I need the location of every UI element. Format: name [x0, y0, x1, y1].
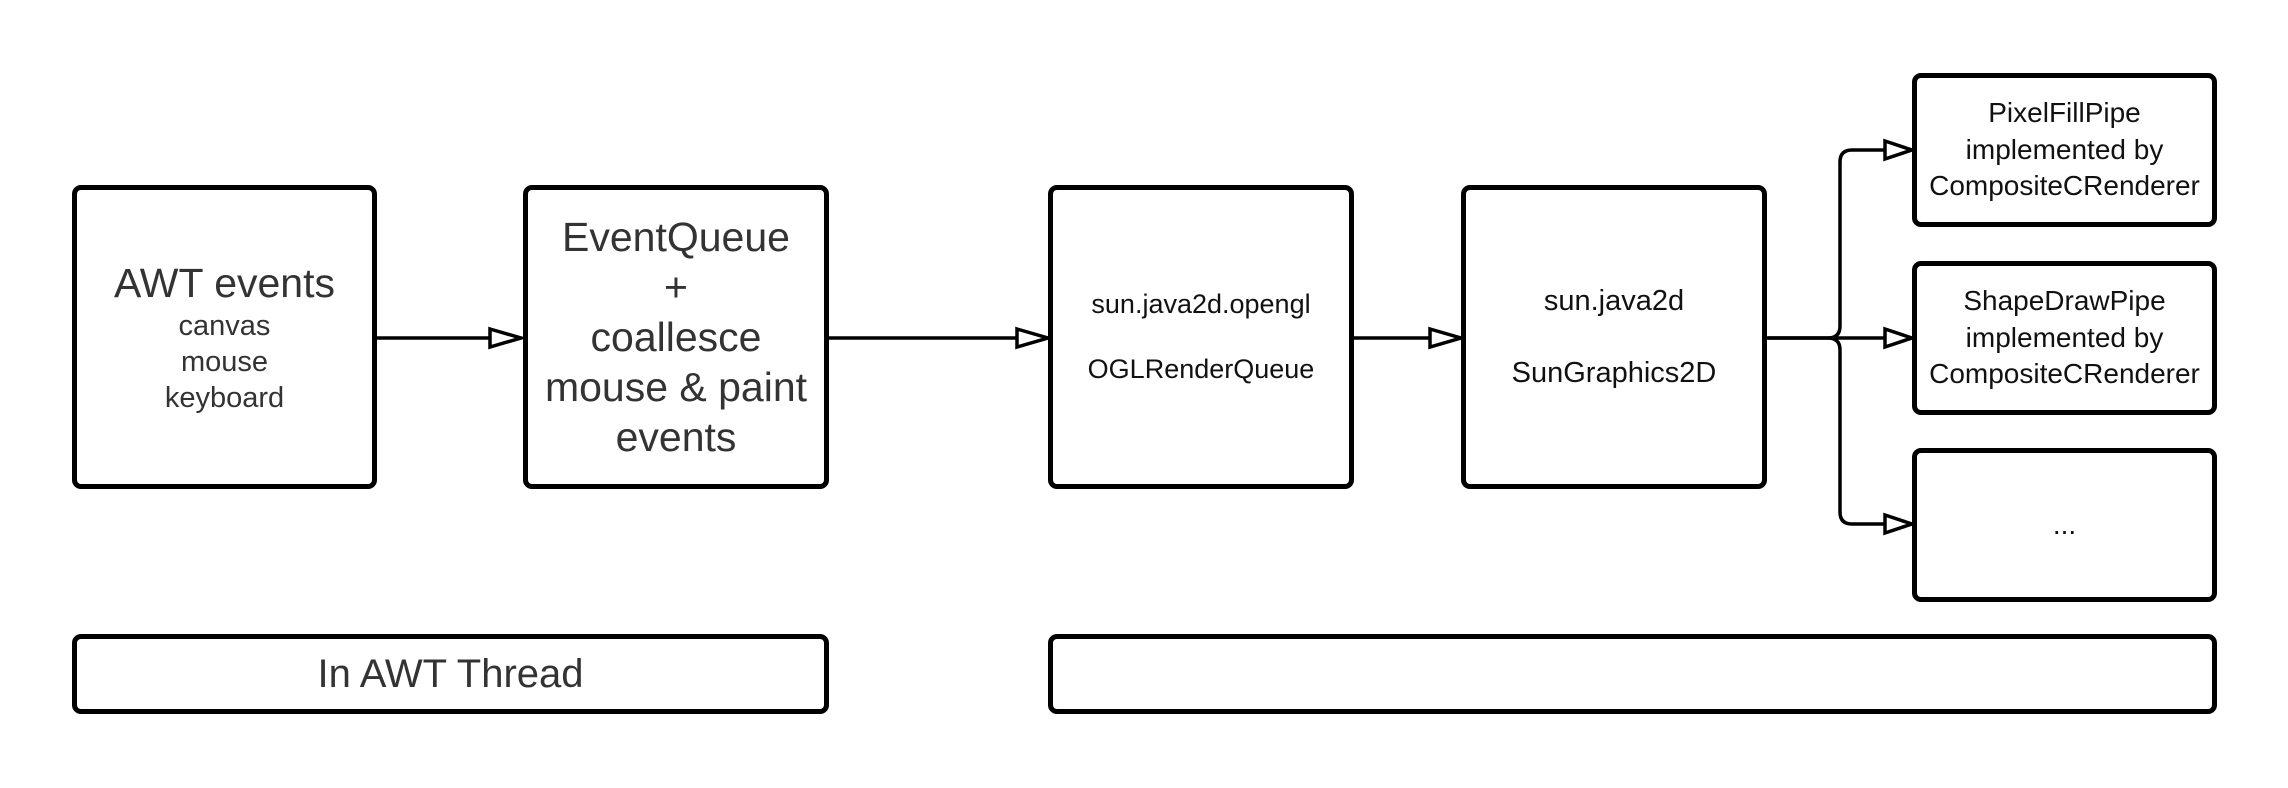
pipe-line: CompositeCRenderer: [1929, 358, 2200, 390]
arrowhead-pixelfill: [1883, 138, 1918, 162]
awt-thread-label-box: In AWT Thread: [72, 634, 829, 714]
pixel-fill-pipe-box: PixelFillPipe implemented by CompositeCR…: [1912, 73, 2217, 227]
pipe-line: PixelFillPipe: [1988, 97, 2141, 129]
pipe-line: implemented by: [1965, 321, 2164, 353]
event-queue-line: mouse & paint: [544, 364, 808, 410]
event-queue-line: EventQueue: [562, 214, 790, 260]
arrowhead-ogl: [1015, 326, 1055, 350]
arrowhead-sungraphics: [1428, 326, 1468, 350]
arrowhead-ellipsis: [1883, 512, 1918, 536]
sun-graphics-class-label: SunGraphics2D: [1511, 357, 1717, 389]
ogl-render-queue-box: sun.java2d.opengl OGLRenderQueue: [1048, 185, 1354, 489]
event-queue-line: events: [615, 414, 737, 460]
event-queue-line: coallesce: [590, 314, 762, 360]
arrowhead-eventqueue: [488, 326, 528, 350]
pipe-line: CompositeCRenderer: [1929, 170, 2200, 202]
ogl-class-label: OGLRenderQueue: [1087, 354, 1315, 384]
sun-graphics-box: sun.java2d SunGraphics2D: [1461, 185, 1767, 489]
event-queue-line: +: [664, 264, 688, 310]
awt-event-item: keyboard: [164, 382, 285, 414]
brace-to-pixelfill: [1768, 148, 1885, 340]
ellipsis-label: ...: [2052, 508, 2077, 540]
awt-thread-label: In AWT Thread: [317, 652, 584, 696]
awt-event-item: canvas: [178, 310, 271, 342]
brace-to-ellipsis: [1827, 336, 1885, 526]
pipe-line: ShapeDrawPipe: [1963, 285, 2166, 317]
sun-graphics-package-label: sun.java2d: [1543, 285, 1685, 317]
pipe-line: implemented by: [1965, 133, 2164, 165]
shape-draw-pipe-box: ShapeDrawPipe implemented by CompositeCR…: [1912, 261, 2217, 415]
awt-events-box: AWT events canvas mouse keyboard: [72, 185, 377, 489]
arrowhead-shapedraw: [1883, 326, 1918, 350]
awt-events-title: AWT events: [113, 260, 335, 306]
ogl-package-label: sun.java2d.opengl: [1091, 289, 1311, 319]
event-queue-box: EventQueue + coallesce mouse & paint eve…: [523, 185, 829, 489]
render-thread-label-box: [1048, 634, 2217, 714]
more-pipes-box: ...: [1912, 448, 2217, 602]
awt-event-item: mouse: [180, 346, 269, 378]
